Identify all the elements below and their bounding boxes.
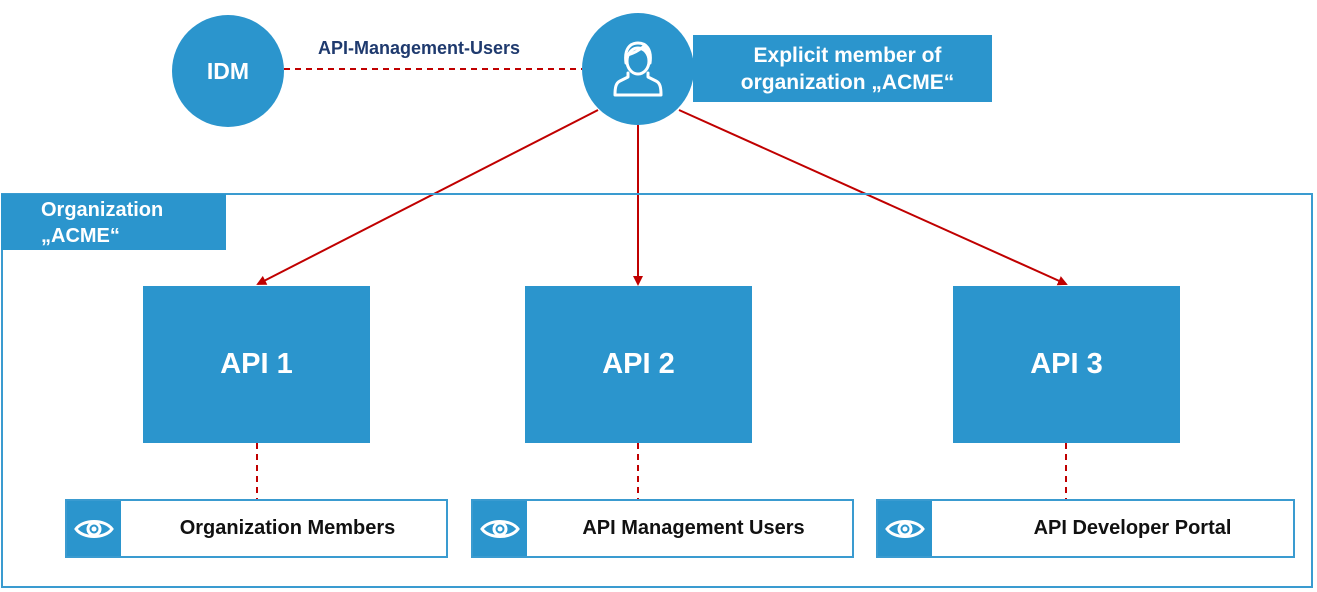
member-description-line1: Explicit member of (753, 43, 942, 67)
api-3-label: API 3 (1030, 348, 1103, 380)
arrow-to-api-1 (256, 109, 599, 285)
organization-frame (1, 193, 1313, 588)
organization-label: Organization „ACME“ (1, 194, 226, 250)
member-description-line2: organization „ACME“ (740, 70, 955, 94)
idm-node: IDM (172, 15, 284, 127)
visibility-card-api-developer-portal: API Developer Portal (876, 499, 1295, 558)
visibility-label: Organization Members (179, 517, 396, 539)
visibility-card-api-management-users: API Management Users (471, 499, 854, 558)
user-icon (613, 41, 663, 97)
organization-label-line1: Organization (41, 199, 164, 221)
api-3-box: API 3 (953, 286, 1180, 443)
organization-label-line2: „ACME“ (41, 225, 120, 247)
visibility-card-organization-members: Organization Members (65, 499, 448, 558)
eye-icon (878, 501, 932, 556)
eye-icon (473, 501, 527, 556)
idm-label: IDM (206, 57, 250, 84)
connection-label: API-Management-Users (318, 38, 521, 58)
eye-icon (67, 501, 121, 556)
user-node (582, 13, 694, 125)
visibility-label: API Developer Portal (1033, 517, 1232, 539)
arrow-to-api-3 (678, 109, 1068, 286)
member-description-box: Explicit member of organization „ACME“ (693, 35, 992, 102)
api-1-label: API 1 (220, 348, 293, 380)
api-1-box: API 1 (143, 286, 370, 443)
api-2-box: API 2 (525, 286, 752, 443)
api-2-label: API 2 (602, 348, 675, 380)
visibility-label: API Management Users (582, 517, 805, 539)
